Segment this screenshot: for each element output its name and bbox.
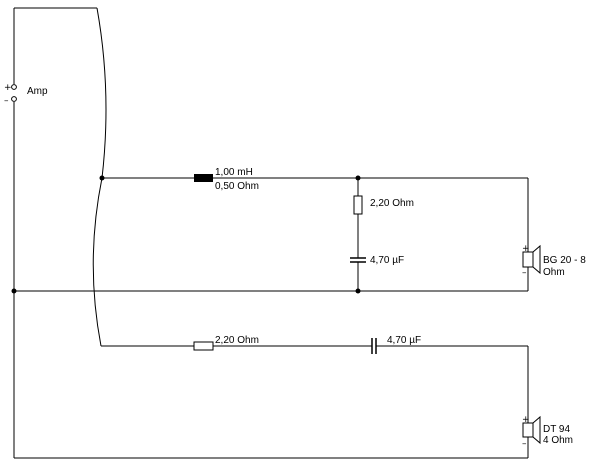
woofer-speaker-cone	[532, 244, 541, 275]
tweeter-speaker-body	[522, 422, 534, 438]
amp-minus-terminal	[11, 96, 17, 102]
tweeter-branch: 2,20 Ohm 4,70 µF + – DT 94 4 Ohm	[101, 335, 573, 458]
woofer-plus-sign: +	[522, 244, 530, 254]
zobel-resistor-value: 2,20 Ohm	[370, 198, 414, 209]
amp-input: + – Amp	[4, 7, 97, 458]
tweeter-minus-sign: –	[522, 439, 527, 449]
amp-label: Amp	[27, 86, 48, 97]
woofer-speaker-body	[522, 251, 534, 268]
amp-plus-terminal	[11, 84, 17, 90]
woofer-minus-sign: –	[522, 268, 527, 278]
inductor	[194, 174, 213, 182]
tweeter-resistor-value: 2,20 Ohm	[215, 335, 259, 346]
tweeter-capacitor-value: 4,70 µF	[387, 335, 421, 346]
tweeter-speaker-name: DT 94	[543, 424, 570, 435]
woofer-branch: 1,00 mH 0,50 Ohm 2,20 Ohm 4,70 µF + – BG…	[102, 167, 586, 294]
woofer-speaker-name: BG 20 - 8	[543, 255, 586, 266]
zobel-resistor	[353, 195, 363, 215]
woofer-speaker-impedance: Ohm	[543, 267, 565, 278]
inductor-value: 1,00 mH	[215, 167, 253, 178]
tweeter-speaker-impedance: 4 Ohm	[543, 435, 573, 446]
tweeter-plus-sign: +	[522, 415, 530, 425]
tweeter-speaker-cone	[532, 415, 541, 445]
inductor-resistance: 0,50 Ohm	[215, 181, 259, 192]
amp-minus-sign: –	[4, 96, 9, 106]
zobel-capacitor-value: 4,70 µF	[370, 255, 404, 266]
tweeter-resistor	[193, 341, 214, 351]
amp-plus-sign: +	[4, 83, 12, 93]
